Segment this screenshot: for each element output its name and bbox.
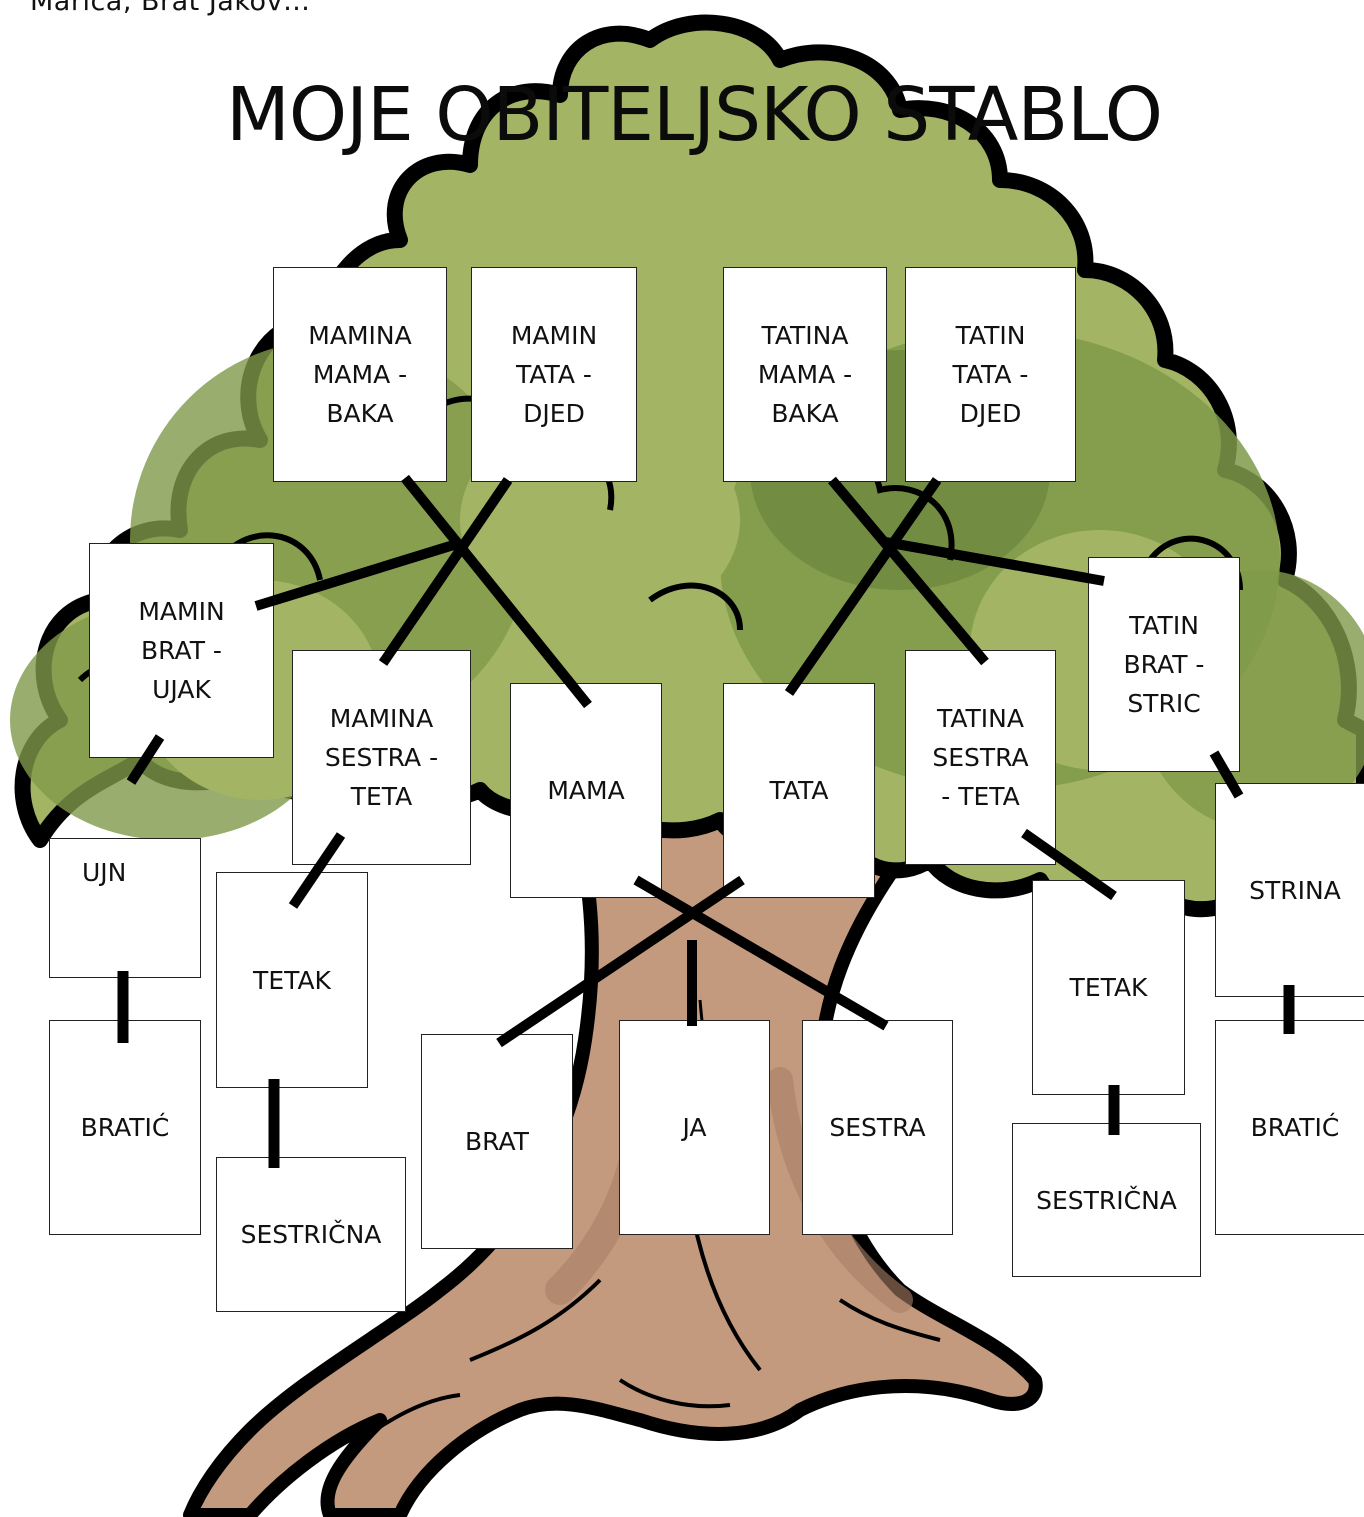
box-mamina-sestra: MAMINA SESTRA - TETA bbox=[292, 650, 471, 865]
box-mamina-sestra-label: MAMINA SESTRA - TETA bbox=[325, 699, 438, 816]
box-brat: BRAT bbox=[421, 1034, 573, 1249]
box-tetak-left: TETAK bbox=[216, 872, 368, 1088]
box-bratic-left-label: BRATIĆ bbox=[81, 1108, 170, 1147]
box-sestra-label: SESTRA bbox=[829, 1108, 925, 1147]
box-mamin-brat: MAMIN BRAT - UJAK bbox=[89, 543, 274, 758]
box-mamin-brat-label: MAMIN BRAT - UJAK bbox=[138, 592, 224, 709]
box-brat-label: BRAT bbox=[465, 1122, 529, 1161]
box-tatina-sestra: TATINA SESTRA - TETA bbox=[905, 650, 1056, 865]
box-tetak-right-label: TETAK bbox=[1070, 968, 1148, 1007]
box-sestra: SESTRA bbox=[802, 1020, 953, 1235]
box-tatin-tata: TATIN TATA - DJED bbox=[905, 267, 1076, 482]
box-mamina-mama: MAMINA MAMA - BAKA bbox=[273, 267, 447, 482]
box-ja-label: JA bbox=[682, 1108, 706, 1147]
box-sestricna-left-label: SESTRIČNA bbox=[241, 1215, 382, 1254]
box-tetak-left-label: TETAK bbox=[253, 961, 331, 1000]
box-tatina-mama: TATINA MAMA - BAKA bbox=[723, 267, 887, 482]
box-mama-label: MAMA bbox=[547, 771, 624, 810]
box-bratic-left: BRATIĆ bbox=[49, 1020, 201, 1235]
box-tatin-brat-label: TATIN BRAT - STRIC bbox=[1124, 606, 1205, 723]
page-title: MOJE OBITELJSKO STABLO bbox=[0, 72, 1364, 158]
box-tata: TATA bbox=[723, 683, 875, 898]
box-tatin-brat: TATIN BRAT - STRIC bbox=[1088, 557, 1240, 772]
box-strina-label: STRINA bbox=[1249, 871, 1341, 910]
ujna-partial-text: UJN bbox=[82, 858, 126, 887]
top-note-text: Marica, Brat Jakov… bbox=[30, 0, 311, 17]
box-tatin-tata-label: TATIN TATA - DJED bbox=[953, 316, 1029, 433]
box-bratic-right: BRATIĆ bbox=[1215, 1020, 1364, 1235]
box-ja: JA bbox=[619, 1020, 770, 1235]
box-mama: MAMA bbox=[510, 683, 662, 898]
box-bratic-right-label: BRATIĆ bbox=[1251, 1108, 1340, 1147]
box-ujna-peek-label: UJN bbox=[52, 852, 202, 892]
box-mamina-mama-label: MAMINA MAMA - BAKA bbox=[308, 316, 411, 433]
box-sestricna-right-label: SESTRIČNA bbox=[1036, 1181, 1177, 1220]
box-sestricna-right: SESTRIČNA bbox=[1012, 1123, 1201, 1277]
box-strina: STRINA bbox=[1215, 783, 1364, 997]
box-tata-label: TATA bbox=[770, 771, 829, 810]
box-sestricna-left: SESTRIČNA bbox=[216, 1157, 406, 1312]
box-tetak-right: TETAK bbox=[1032, 880, 1185, 1095]
box-tatina-sestra-label: TATINA SESTRA - TETA bbox=[932, 699, 1028, 816]
box-tatina-mama-label: TATINA MAMA - BAKA bbox=[758, 316, 852, 433]
box-mamin-tata-label: MAMIN TATA - DJED bbox=[511, 316, 597, 433]
box-mamin-tata: MAMIN TATA - DJED bbox=[471, 267, 637, 482]
